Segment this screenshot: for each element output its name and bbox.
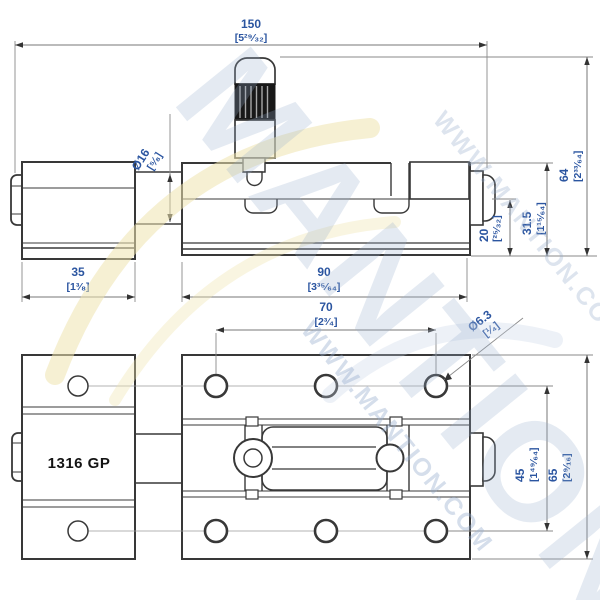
knob-stem-tip: [246, 171, 263, 187]
keeper-hole: [67, 520, 89, 542]
bracket-tab: [245, 489, 259, 500]
watermark-swoosh: [322, 322, 563, 403]
watermark-swoosh: [109, 216, 401, 406]
dim-plate-height-in: [2⁹⁄₁₆]: [561, 453, 573, 482]
dim-overall-width: 150 [5²⁹⁄₃₂]: [235, 17, 268, 44]
top-view-side-elevation: [10, 57, 496, 260]
dim-hole-spacing-in: [2³⁄₄]: [314, 316, 337, 328]
screw-holes: [67, 373, 449, 544]
dim-hole-spacing-mm: 70: [319, 300, 333, 314]
bolt-guide-circle: [375, 443, 405, 473]
dim-body-width: 90 [3³⁵⁄₆₄]: [308, 265, 341, 293]
knob-cap: [234, 57, 276, 85]
dim-overall-height-mm: 64: [557, 168, 571, 182]
bolt-tip-cap: [482, 174, 496, 222]
dim-overall-width-in: [5²⁹⁄₃₂]: [235, 32, 268, 44]
dim-body-height-in: [1¹⁵⁄₆₄]: [535, 202, 547, 235]
dim-hole-spacing: 70 [2³⁄₄]: [314, 300, 337, 328]
keeper-bolt-tip-plan: [11, 432, 23, 482]
keeper-bolt-tip: [10, 174, 23, 226]
bracket-tab: [389, 489, 403, 500]
dim-plate-height-mm: 65: [546, 468, 560, 482]
knob-knurl-band: [234, 83, 276, 121]
knob-base-inner-circle: [243, 448, 263, 468]
dim-hole-rows-mm: 45: [513, 468, 527, 482]
plate-hole: [423, 373, 449, 399]
dim-axis-height-in: [²⁵⁄₃₂]: [491, 215, 503, 242]
model-label: 1316 GP: [48, 455, 111, 472]
plate-hole: [203, 518, 229, 544]
dim-body-width-in: [3³⁵⁄₆₄]: [308, 281, 341, 293]
keeper-hole: [67, 375, 89, 397]
plate-hole: [203, 373, 229, 399]
dimensions: 150 [5²⁹⁄₃₂] Ø16 [⁵⁄₈] 35 [1³⁄₈] 90 [3³⁵…: [14, 17, 597, 560]
dim-overall-width-mm: 150: [241, 17, 261, 31]
dimension-lines: [15, 44, 588, 559]
dim-axis-height: 20 [²⁵⁄₃₂]: [477, 215, 503, 242]
dim-hole-rows-in: [1⁴⁹⁄₆₄]: [528, 447, 540, 482]
dim-body-width-mm: 90: [317, 265, 331, 279]
rear-guide-block: [409, 161, 470, 200]
knob-knurl-stripes: [239, 86, 269, 118]
dim-keeper-width-in: [1³⁄₈]: [67, 281, 90, 293]
dim-keeper-width: 35 [1³⁄₈]: [67, 265, 90, 293]
dim-keeper-width-mm: 35: [71, 265, 85, 279]
plate-hole: [423, 518, 449, 544]
slide-slot: [261, 426, 388, 491]
dim-overall-height: 64 [2³³⁄₆₄]: [557, 151, 584, 182]
watermark-swoosh: [45, 118, 380, 385]
dim-overall-height-in: [2³³⁄₆₄]: [572, 151, 584, 182]
plate-hole: [313, 518, 339, 544]
dim-axis-height-mm: 20: [477, 228, 491, 242]
bracket-tab: [389, 416, 403, 427]
bayonet-notch-right: [373, 199, 410, 214]
extension-lines: [14, 41, 597, 560]
bracket-tab: [245, 416, 259, 427]
bolt-tip-cap-plan: [482, 436, 496, 482]
dim-plate-height: 65 [2⁹⁄₁₆]: [546, 453, 573, 482]
dim-body-height-mm: 31.5: [520, 211, 534, 235]
bottom-view-plan: 1316 GP: [11, 354, 496, 560]
bayonet-notch-left: [244, 199, 278, 214]
dim-body-height: 31.5 [1¹⁵⁄₆₄]: [520, 202, 547, 235]
plate-hole: [313, 373, 339, 399]
dim-hole-rows: 45 [1⁴⁹⁄₆₄]: [513, 447, 540, 482]
